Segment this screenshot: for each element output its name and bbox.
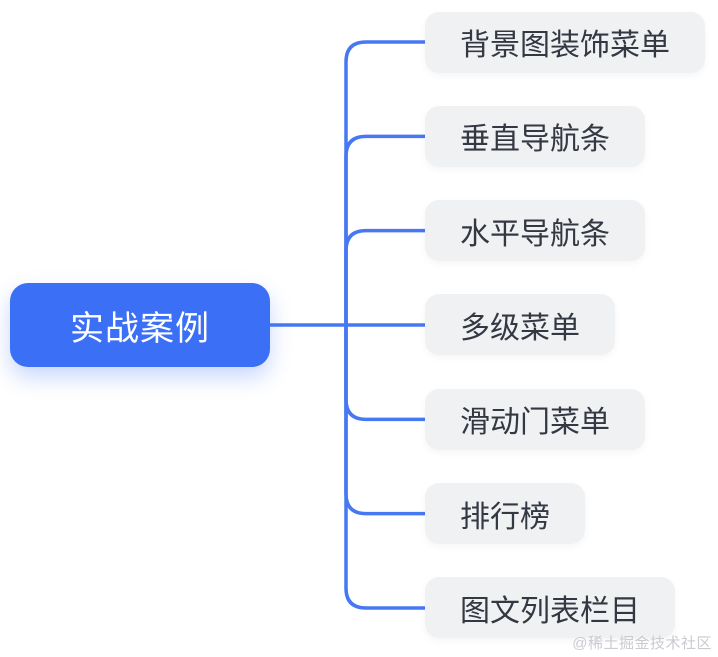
child-node-label: 图文列表栏目 [460, 594, 640, 628]
child-node[interactable]: 滑动门菜单 [425, 388, 645, 450]
child-node-label: 排行榜 [460, 500, 550, 534]
watermark: @稀土掘金技术社区 [572, 635, 712, 652]
child-node[interactable]: 多级菜单 [425, 294, 615, 356]
child-node-label: 滑动门菜单 [460, 406, 610, 440]
child-node[interactable]: 图文列表栏目 [425, 577, 675, 639]
child-node-label: 背景图装饰菜单 [460, 29, 670, 62]
child-node-label: 水平导航条 [460, 217, 610, 251]
child-node[interactable]: 垂直导航条 [425, 105, 645, 167]
root-node[interactable]: 实战案例 [10, 283, 270, 367]
child-node[interactable]: 排行榜 [425, 483, 585, 545]
child-node[interactable]: 水平导航条 [425, 200, 645, 262]
child-node-label: 多级菜单 [460, 311, 580, 345]
child-node[interactable]: 背景图装饰菜单 [425, 11, 705, 73]
child-node-label: 垂直导航条 [460, 123, 610, 157]
root-node-label: 实战案例 [70, 309, 210, 348]
